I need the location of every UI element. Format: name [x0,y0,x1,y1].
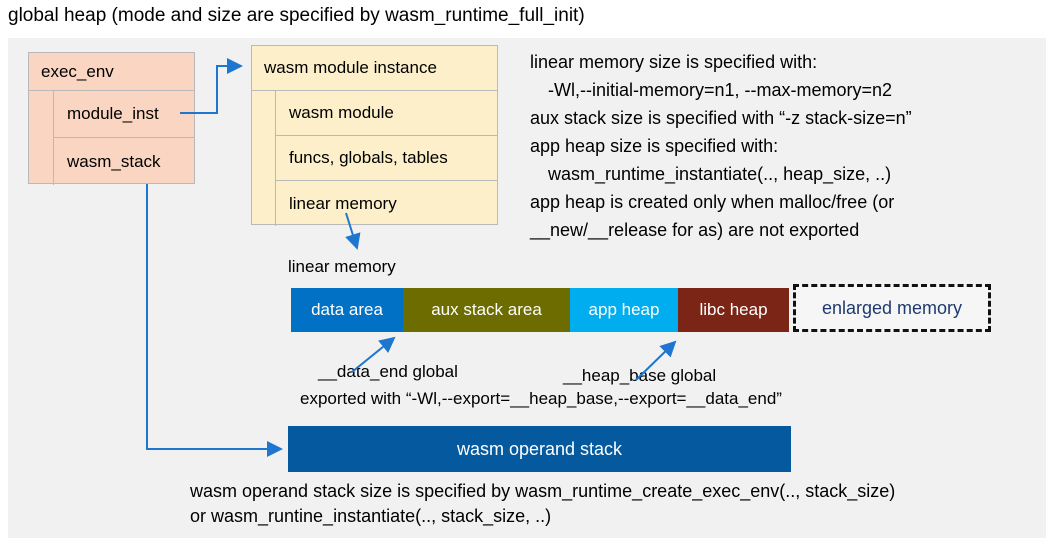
segment-aux-stack-area: aux stack area [403,288,570,332]
wasm-operand-stack-bar: wasm operand stack [288,426,791,472]
exec-env-gutter [29,91,54,185]
segment-data-area: data area [291,288,403,332]
diagram-title: global heap (mode and size are specified… [8,5,585,26]
linear-memory-label: linear memory [288,257,396,276]
note-line: app heap is created only when malloc/fre… [530,192,895,212]
exec-env-box: exec_env module_inst wasm_stack [28,52,195,185]
module-instance-header: wasm module instance [252,46,497,91]
module-instance-box: wasm module instance wasm module funcs, … [251,45,498,226]
module-instance-gutter [252,91,276,226]
segment-app-heap: app heap [570,288,678,332]
heap-base-global-label: __heap_base global [563,366,717,385]
exec-env-field-wasm-stack: wasm_stack [67,151,161,171]
segment-enlarged-memory: enlarged memory [793,284,991,332]
note-line: wasm operand stack size is specified by … [190,481,896,501]
notes-bottom: wasm operand stack size is specified by … [190,479,895,529]
module-instance-field-wasm-module: wasm module [276,91,497,136]
note-line: linear memory size is specified with: [530,52,818,72]
segment-libc-heap: libc heap [678,288,789,332]
note-line: aux stack size is specified with “-z sta… [530,108,912,128]
exported-with-label: exported with “-Wl,--export=__heap_base,… [300,389,782,408]
note-line: app heap size is specified with: [530,136,779,156]
note-line: __new/__release for as) are not exported [530,220,860,240]
data-end-global-label: __data_end global [318,362,458,381]
module-instance-field-linear-memory: linear memory [289,193,397,213]
note-line: wasm_runtime_instantiate(.., heap_size, … [548,164,892,184]
note-line: or wasm_runtine_instantiate(.., stack_si… [190,506,552,526]
note-line: -Wl,--initial-memory=n1, --max-memory=n2 [548,80,893,100]
module-instance-field-funcs-globals-tables: funcs, globals, tables [276,136,497,181]
exec-env-field-module-inst: module_inst [54,91,194,138]
notes-right: linear memory size is specified with: -W… [530,48,1046,244]
exec-env-header: exec_env [29,53,194,91]
